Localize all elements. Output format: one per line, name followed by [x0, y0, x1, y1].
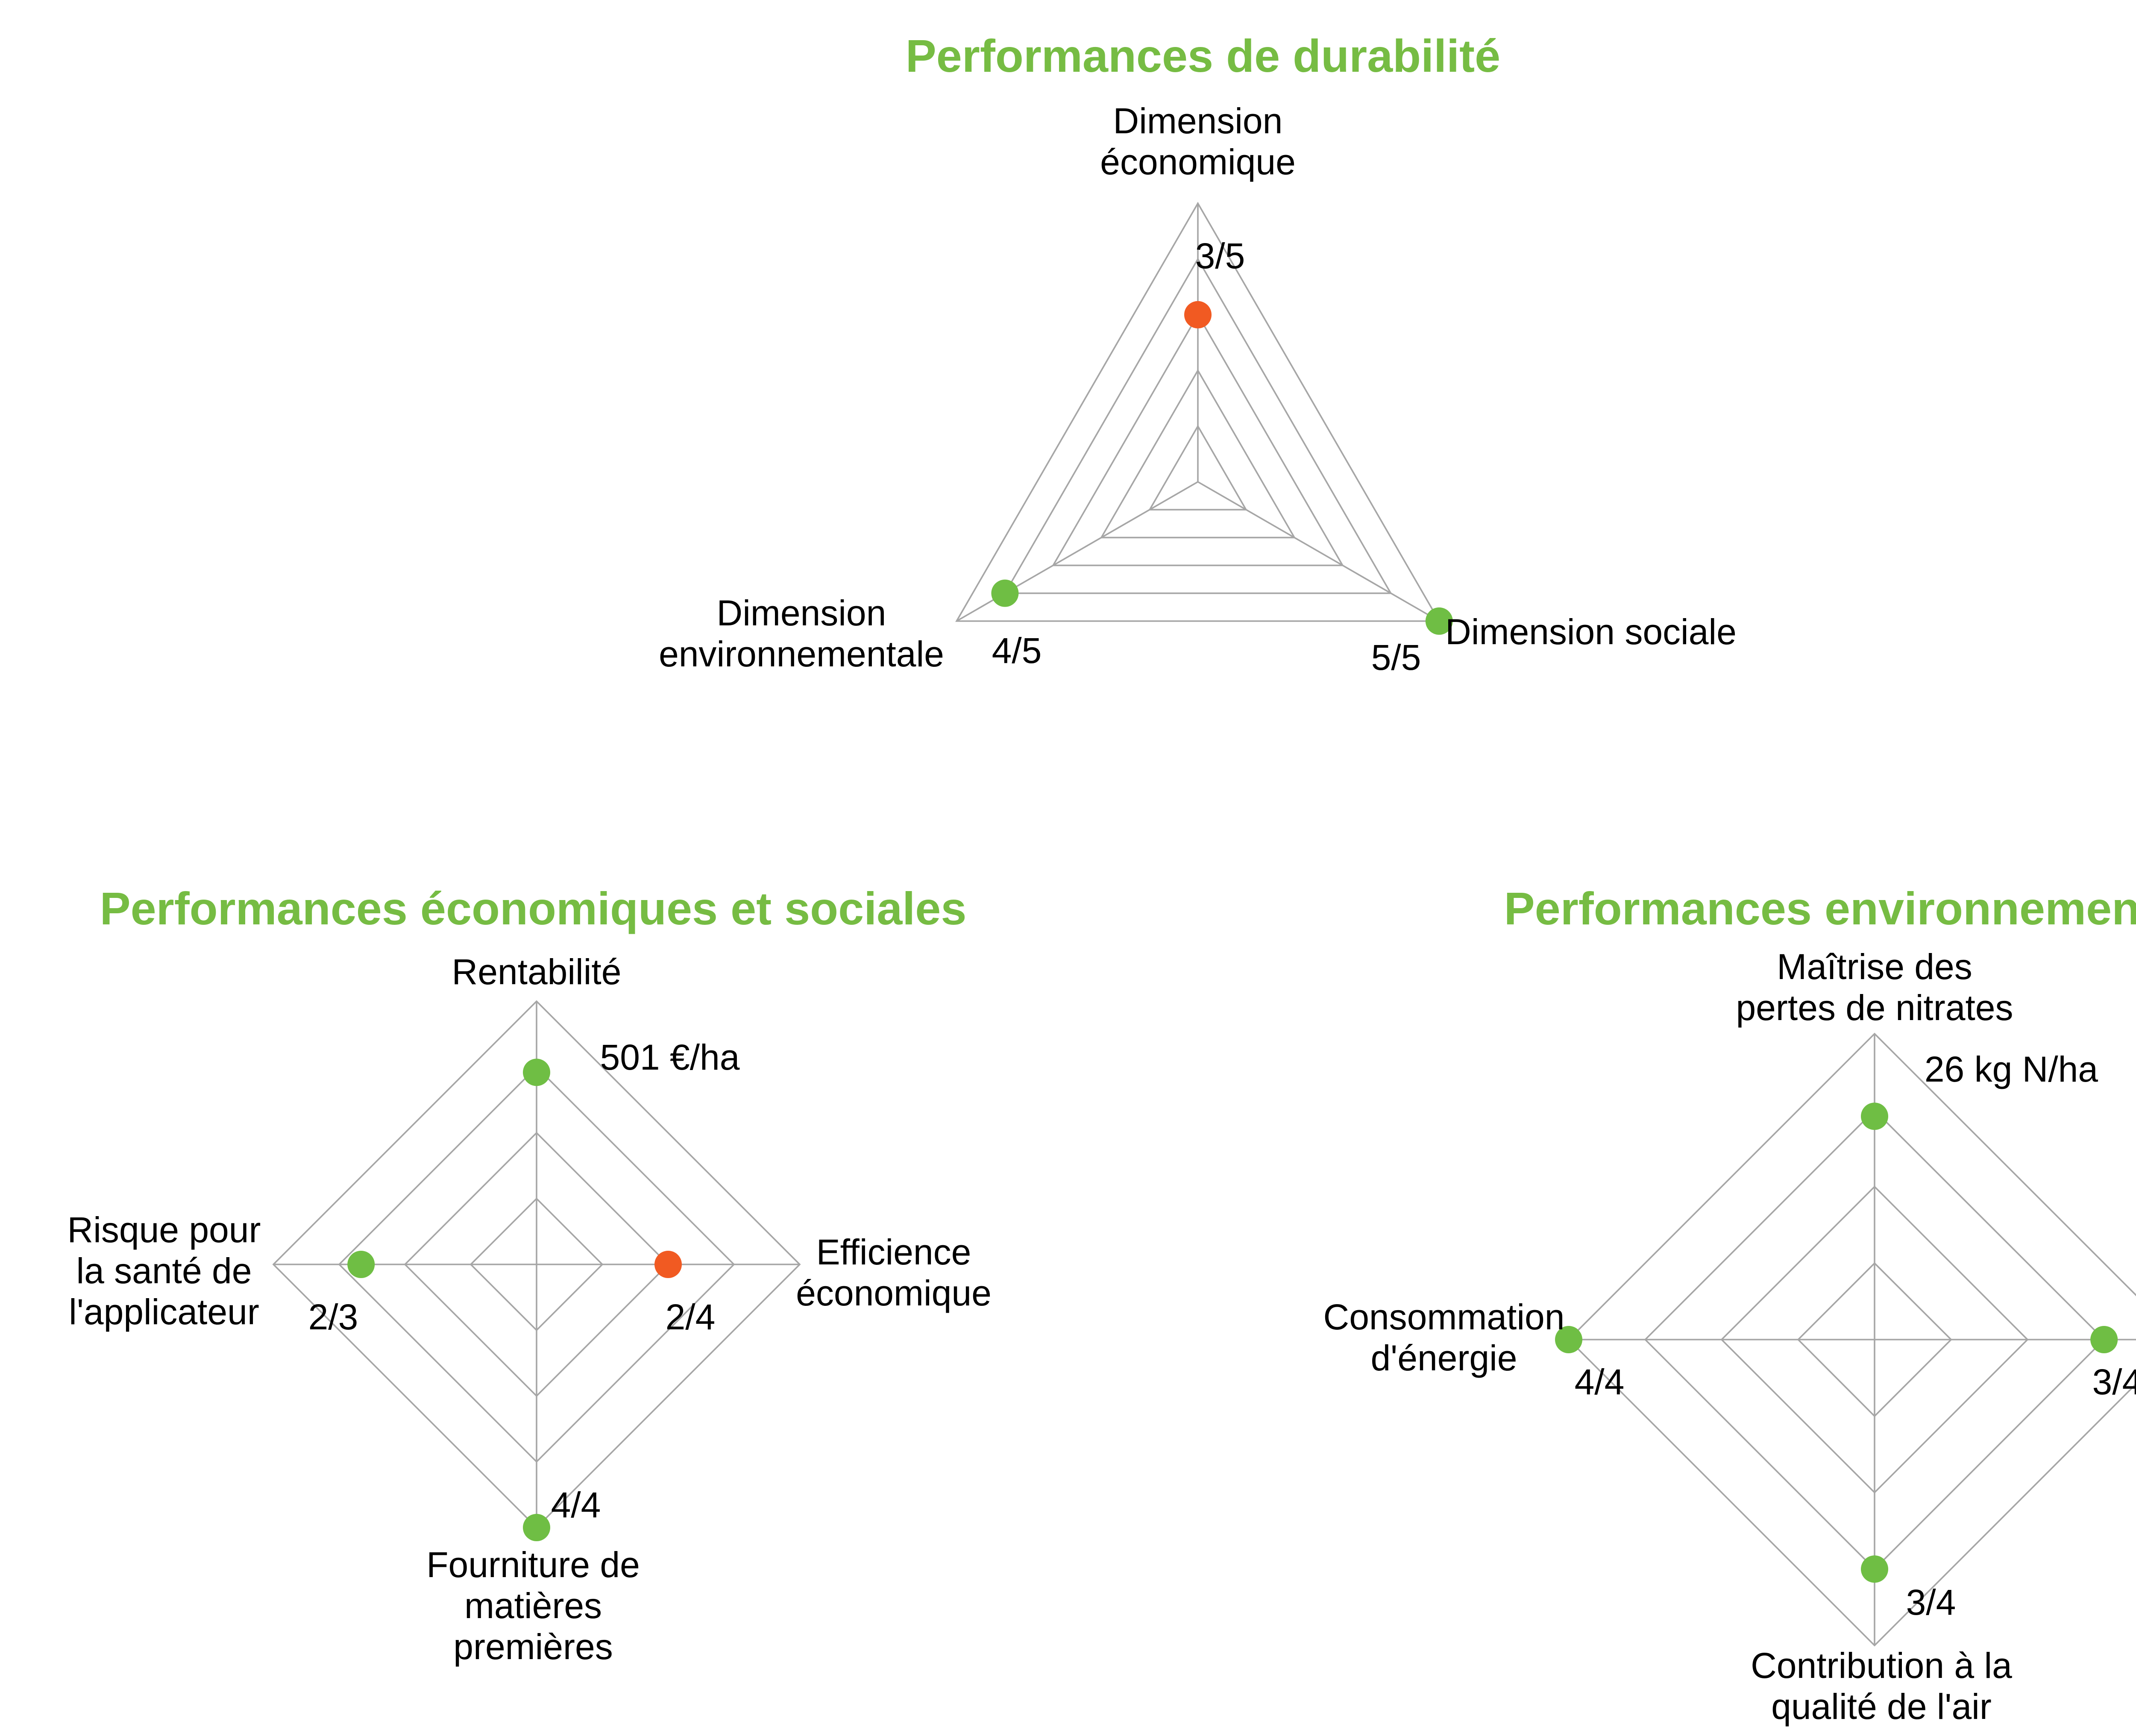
radar-eco-social [272, 1000, 801, 1541]
value-label-dimension-economique: 3/5 [1195, 238, 1245, 277]
data-point-environment-3 [1555, 1326, 1582, 1353]
grid-ring-eco-social-3 [338, 1066, 735, 1463]
grid-ring-environment-4 [1567, 1032, 2136, 1647]
radar-environment [1555, 1032, 2136, 1647]
value-label-efficience-economique: 2/4 [665, 1299, 716, 1338]
data-point-environment-1 [2090, 1326, 2118, 1353]
value-label-rentabilite: 501 €/ha [600, 1039, 740, 1078]
data-point-eco-social-0 [523, 1059, 550, 1086]
environment-chart-title: Performances environnementales [1504, 883, 2136, 935]
axis-label-fourniture-matieres-premieres: Fourniture de matières premières [426, 1546, 640, 1668]
eco-social-chart-title: Performances économiques et sociales [100, 883, 967, 935]
axis-label-dimension-sociale: Dimension sociale [1445, 613, 1737, 653]
data-point-eco-social-3 [347, 1251, 375, 1278]
grid-ring-durability-5 [955, 202, 1441, 622]
axis-label-rentabilite: Rentabilité [452, 953, 622, 993]
axis-label-risque-sante-applicateur: Risque pour la santé de l'applicateur [67, 1211, 261, 1333]
durability-chart-title: Performances de durabilité [905, 31, 1501, 82]
axis-line-durability-1 [1197, 481, 1440, 622]
value-label-fourniture-matieres-premieres: 4/4 [551, 1487, 601, 1526]
value-label-maitrise-pertes-pesticides: 3/4 [2092, 1364, 2136, 1403]
value-label-dimension-environnementale: 4/5 [992, 632, 1042, 672]
value-label-dimension-sociale: 5/5 [1371, 639, 1421, 678]
axis-label-consommation-energie: Consommation d'énergie [1323, 1299, 1565, 1379]
value-label-contribution-qualite-air: 3/4 [1906, 1584, 1956, 1623]
data-point-durability-1 [1425, 607, 1453, 635]
axis-label-dimension-environnementale: Dimension environnementale [659, 595, 944, 675]
grid-ring-durability-2 [1100, 369, 1296, 539]
axis-line-durability-2 [956, 481, 1198, 622]
grid-ring-environment-1 [1797, 1262, 1952, 1417]
data-point-eco-social-2 [523, 1514, 550, 1541]
data-point-environment-2 [1861, 1555, 1888, 1583]
radar-durability [955, 202, 1453, 635]
value-label-maitrise-pertes-nitrates: 26 kg N/ha [1924, 1051, 2098, 1090]
data-point-durability-2 [991, 579, 1019, 607]
value-label-consommation-energie: 4/4 [1574, 1364, 1625, 1403]
grid-ring-durability-1 [1148, 424, 1247, 510]
axis-label-efficience-economique: Efficience économique [796, 1234, 992, 1314]
data-point-durability-0 [1184, 301, 1212, 328]
grid-ring-environment-2 [1720, 1185, 2029, 1494]
grid-ring-eco-social-2 [404, 1132, 669, 1397]
axis-label-maitrise-pertes-nitrates: Maîtrise des pertes de nitrates [1736, 948, 2013, 1029]
axis-label-dimension-economique: Dimension économique [1100, 103, 1296, 183]
grid-ring-eco-social-1 [469, 1197, 604, 1331]
axis-label-contribution-qualite-air: Contribution à la qualité de l'air [1751, 1647, 2012, 1727]
grid-ring-durability-4 [1003, 257, 1392, 594]
grid-ring-durability-3 [1052, 313, 1344, 566]
data-point-environment-0 [1861, 1103, 1888, 1130]
data-point-eco-social-1 [654, 1251, 682, 1278]
value-label-risque-sante-applicateur: 2/3 [308, 1299, 358, 1338]
